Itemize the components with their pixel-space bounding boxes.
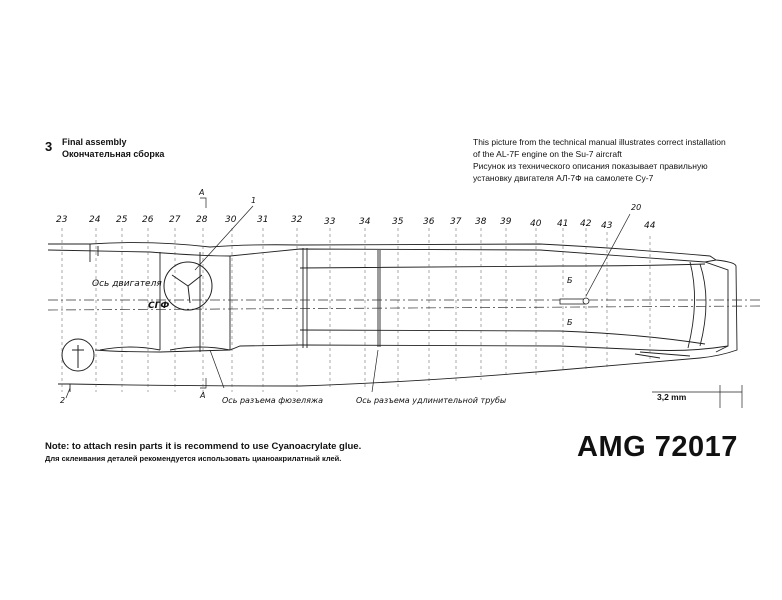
step-number: 3: [45, 139, 53, 154]
frame-label: 43: [601, 221, 613, 231]
frame-label: 31: [257, 215, 269, 225]
callout-2: 2: [60, 396, 66, 405]
frame-label: 32: [291, 215, 303, 225]
frame-label: 44: [644, 221, 656, 231]
frame-label: 24: [89, 215, 101, 225]
frame-label: 36: [423, 217, 435, 227]
frame-label: 35: [392, 217, 404, 227]
product-code: AMG 72017: [577, 431, 738, 463]
frame-label: 34: [359, 217, 371, 227]
note-russian: Для склеивания деталей рекомендуется исп…: [45, 454, 342, 463]
section-b-top: Б: [567, 276, 573, 285]
frame-label: 39: [500, 217, 512, 227]
frame-label: 40: [530, 219, 542, 229]
info-line-4: установку двигателя АЛ-7Ф на самолете Су…: [473, 173, 654, 183]
frame-label: 33: [324, 217, 336, 227]
frame-label: 37: [450, 217, 462, 227]
info-line-2: of the AL-7F engine on the Su-7 aircraft: [473, 149, 622, 159]
note-english: Note: to attach resin parts it is recomm…: [45, 441, 362, 452]
section-a-bottom: А: [200, 391, 206, 400]
frame-label: 30: [225, 215, 237, 225]
info-line-3: Рисунок из технического описания показыв…: [473, 161, 708, 171]
callout-20: 20: [631, 203, 642, 212]
step-title-en: Final assembly: [62, 137, 127, 147]
fuselage-joint-label: Ось разъема фюзеляжа: [222, 396, 324, 405]
frame-label: 38: [475, 217, 487, 227]
step-title-ru: Окончательная сборка: [62, 149, 165, 159]
sgf-label: СГФ: [148, 301, 170, 311]
tube-joint-label: Ось разъема удлинительной трубы: [356, 396, 507, 405]
info-line-1: This picture from the technical manual i…: [473, 137, 726, 147]
frame-label: 25: [116, 215, 128, 225]
dimension-label: 3,2 mm: [657, 392, 687, 402]
frame-label: 26: [142, 215, 154, 225]
callout-1: 1: [251, 196, 257, 205]
frame-label: 28: [196, 215, 208, 225]
frame-label: 42: [580, 219, 592, 229]
engine-axis-label: Ось двигателя: [92, 279, 162, 289]
frame-label: 27: [169, 215, 181, 225]
frame-label: 41: [557, 219, 569, 229]
section-b-bottom: Б: [567, 318, 573, 327]
section-a-top: А: [199, 188, 205, 197]
frame-label: 23: [56, 215, 68, 225]
